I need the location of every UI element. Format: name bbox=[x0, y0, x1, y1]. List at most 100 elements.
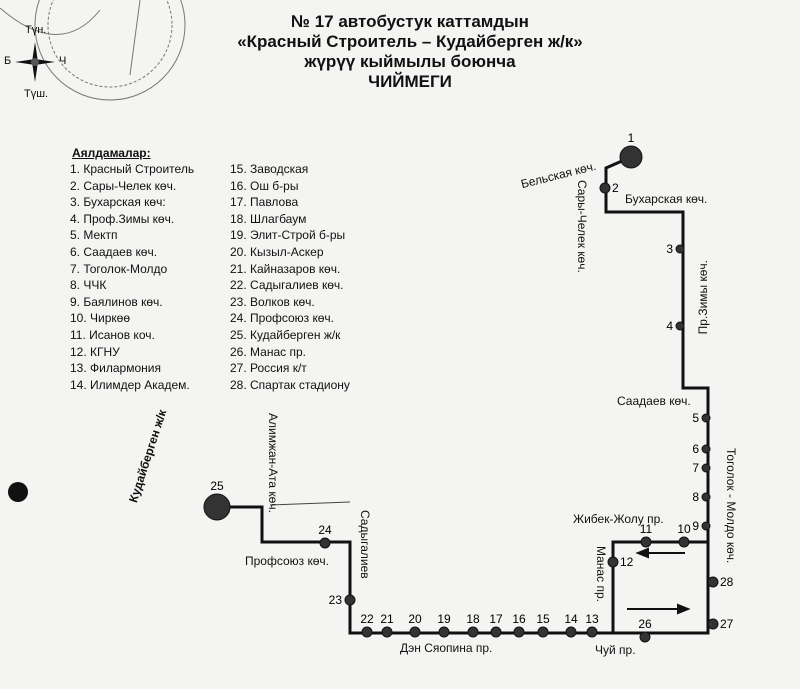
bus-stop-number: 24 bbox=[318, 523, 332, 537]
bus-stop-marker bbox=[640, 536, 652, 548]
bus-stop-marker bbox=[619, 145, 643, 169]
legend-stop-item: 14. Илимдер Академ. bbox=[70, 377, 190, 392]
legend-stop-item: 17. Павлова bbox=[230, 195, 299, 210]
bus-stop-number: 12 bbox=[620, 555, 634, 569]
legend-stop-item: 11. Исанов коч. bbox=[70, 327, 155, 342]
legend-stop-item: 24. Профсоюз көч. bbox=[230, 311, 335, 326]
bus-stop-number: 11 bbox=[640, 522, 653, 536]
compass-south: Түш. bbox=[24, 88, 49, 100]
legend-stop-item: 22. Садыгалиев көч. bbox=[230, 278, 344, 293]
bus-stop-number: 25 bbox=[210, 479, 224, 493]
bus-stop-marker bbox=[639, 631, 651, 643]
bus-stop-number: 6 bbox=[692, 442, 699, 456]
bus-stop-marker bbox=[599, 182, 611, 194]
official-stamp bbox=[0, 0, 186, 101]
title-line-1: № 17 автобустук каттамдын bbox=[291, 12, 529, 31]
bus-stop-marker bbox=[361, 626, 373, 638]
bus-stop-marker bbox=[513, 626, 525, 638]
street-den-syaopina: Дэн Сяопина пр. bbox=[400, 641, 493, 655]
street-manas: Манас пр. bbox=[594, 546, 608, 602]
bus-stop-marker bbox=[344, 594, 356, 606]
title-line-2: «Красный Строитель – Кудайберген ж/к» bbox=[237, 32, 583, 51]
legend-stop-item: 18. Шлагбаум bbox=[230, 211, 307, 226]
bus-stop-number: 16 bbox=[512, 612, 526, 626]
street-togolok-moldo: Тоголок - Молдо көч. bbox=[724, 448, 738, 564]
bus-stop-marker bbox=[675, 244, 685, 254]
bus-stop-number: 2 bbox=[612, 181, 619, 195]
legend-stop-item: 13. Филармония bbox=[70, 361, 161, 376]
legend-stop-item: 4. Проф.Зимы көч. bbox=[70, 211, 175, 226]
bus-stop-marker bbox=[586, 626, 598, 638]
legend-stop-item: 5. Мектп bbox=[70, 228, 118, 243]
legend-stop-item: 3. Бухарская көч: bbox=[70, 195, 166, 210]
title-line-3: жүрүү кыймылы боюнча bbox=[304, 52, 516, 71]
bus-stop-marker bbox=[319, 537, 331, 549]
bus-stop-marker bbox=[701, 492, 711, 502]
street-jibek-jolu: Жибек-Жолу пр. bbox=[573, 512, 664, 526]
bus-stop-marker bbox=[707, 618, 719, 630]
bus-stop-marker bbox=[701, 413, 711, 423]
bus-stop-number: 5 bbox=[692, 411, 699, 425]
bus-stop-number: 17 bbox=[489, 612, 503, 626]
bus-stop-number: 26 bbox=[638, 617, 652, 631]
legend-heading: Аялдамалар: bbox=[72, 146, 151, 160]
bus-stop-number: 23 bbox=[329, 593, 343, 607]
legend-stop-item: 28. Спартак стадиону bbox=[230, 377, 350, 392]
bus-stop-marker bbox=[409, 626, 421, 638]
legend-stop-item: 1. Красный Строитель bbox=[70, 162, 195, 176]
compass-east: Ч bbox=[59, 55, 67, 67]
bus-stop-number: 21 bbox=[380, 612, 394, 626]
bus-stop-marker bbox=[707, 576, 719, 588]
bus-stop-number: 1 bbox=[628, 131, 635, 145]
street-profsoyuz: Профсоюз көч. bbox=[245, 554, 329, 568]
bus-stop-number: 14 bbox=[564, 612, 578, 626]
bus-stop-marker bbox=[678, 536, 690, 548]
street-pr-zimy: Пр.Зимы көч. bbox=[696, 260, 710, 335]
title-line-4: ЧИЙМЕГИ bbox=[368, 72, 452, 91]
street-bukharskaya: Бухарская көч. bbox=[625, 192, 708, 206]
legend-stop-item: 2. Сары-Челек көч. bbox=[70, 178, 177, 193]
legend-stop-item: 16. Ош б-ры bbox=[230, 178, 299, 193]
bus-stop-number: 8 bbox=[692, 490, 699, 504]
route-line bbox=[217, 155, 710, 635]
bus-stop-marker bbox=[203, 493, 231, 521]
bus-stop-marker bbox=[438, 626, 450, 638]
legend-stop-item: 19. Элит-Строй б-ры bbox=[230, 228, 346, 243]
legend-stop-item: 9. Баялинов көч. bbox=[70, 294, 163, 309]
legend-stop-item: 12. КГНУ bbox=[70, 344, 120, 359]
bus-stop-marker bbox=[701, 463, 711, 473]
bus-stop-number: 7 bbox=[692, 461, 699, 475]
bus-stop-marker bbox=[701, 444, 711, 454]
legend-column-1: 1. Красный Строитель 2. Сары-Челек көч. 3.… bbox=[70, 161, 194, 393]
street-alimjan-ata: Алимжан-Ата көч. bbox=[266, 413, 280, 513]
street-chui: Чуй пр. bbox=[595, 643, 636, 657]
bus-stop-marker bbox=[607, 556, 619, 568]
bus-stop-number: 27 bbox=[720, 617, 734, 631]
legend-stop-item: 8. ЧЧК bbox=[70, 278, 107, 293]
bus-stop-number: 3 bbox=[666, 242, 673, 256]
legend-stop-item: 25. Кудайберген ж/к bbox=[230, 327, 341, 342]
legend-stop-item: 15. Заводская bbox=[230, 162, 309, 176]
legend-stop-item: 21. Кайназаров көч. bbox=[230, 261, 341, 276]
bus-stop-marker bbox=[467, 626, 479, 638]
legend-stop-item: 20. Кызыл-Аскер bbox=[230, 244, 324, 259]
legend-stop-item: 6. Саадаев көч. bbox=[70, 244, 158, 259]
bus-stop-number: 28 bbox=[720, 575, 734, 589]
bus-stop-number: 4 bbox=[666, 319, 673, 333]
bus-stop-number: 22 bbox=[360, 612, 374, 626]
bus-stop-marker bbox=[565, 626, 577, 638]
bus-stop-marker bbox=[381, 626, 393, 638]
street-sadygaliev: Садыгалиев bbox=[358, 510, 372, 579]
legend-stop-item: 10. Чиркөө bbox=[70, 311, 130, 326]
bus-stop-number: 15 bbox=[536, 612, 550, 626]
legend-stop-item: 27. Россия к/т bbox=[230, 361, 307, 376]
street-saadaev: Саадаев көч. bbox=[617, 394, 691, 408]
legend-stop-item: 23. Волков көч. bbox=[230, 294, 315, 309]
bus-stop-number: 18 bbox=[466, 612, 480, 626]
compass-west: Б bbox=[4, 55, 12, 67]
legend-stop-item: 7. Тоголок-Молдо bbox=[70, 261, 168, 276]
bus-stop-marker bbox=[675, 321, 685, 331]
bus-stop-marker bbox=[701, 521, 711, 531]
